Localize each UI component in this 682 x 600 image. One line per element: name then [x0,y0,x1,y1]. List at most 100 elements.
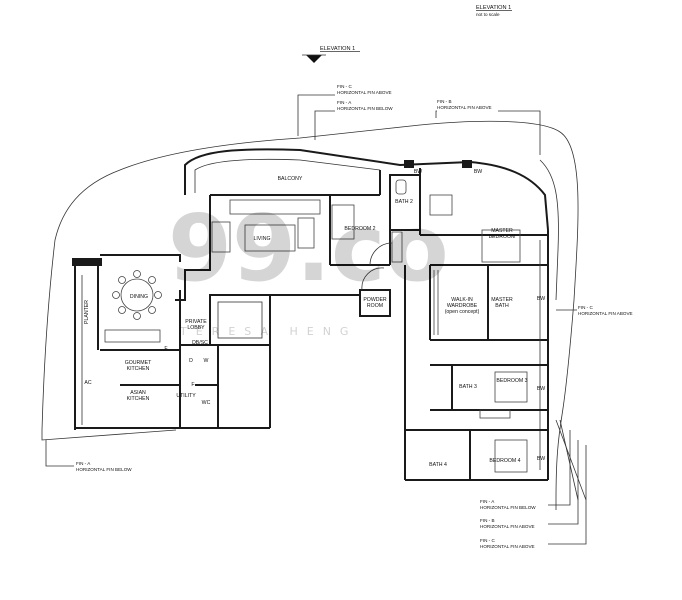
fin-c-label: FIN - C [337,84,352,89]
room-bath-4: BATH 4 [429,462,447,468]
appliance-d: D [189,358,193,364]
room-asian-kitchen-l1: ASIAN [130,390,146,396]
living-left-wall [175,195,211,301]
appliance-w: W [204,358,209,364]
fin-bottom-a-label: FIN - A [480,499,495,504]
bay-window-2: BW [474,169,482,175]
fin-inner-right [539,159,559,301]
fin-right-c-label: FIN - C [578,305,593,310]
watermark-logo: 99.co [168,195,449,302]
elevation-scale-note: not to scale [476,12,500,17]
room-bedroom-4: BEDROOM 4 [489,458,520,464]
fin-bottom-b-desc: HORIZONTAL FIN ABOVE [480,524,535,529]
balcony-outer-wall [184,148,549,231]
fin-c-leader [297,94,335,136]
dining-table [120,278,154,312]
bath2-toilet-icon [395,179,407,195]
fin-bottom-a-desc: HORIZONTAL FIN BELOW [480,505,536,510]
bedroom2-wardrobe [391,231,403,263]
fin-a-leader [314,110,335,140]
room-master-bedroom-l1: MASTER [491,228,513,234]
fin-left-a-label: FIN - A [76,461,91,466]
elevation-title: ELEVATION 1 [476,5,511,11]
bw-post-1 [404,160,414,168]
powder-room-box [359,289,391,317]
bw-post-2 [462,160,472,168]
lift-car [217,301,263,339]
fridge-f2: F [191,382,194,388]
room-bath-3: BATH 3 [459,384,477,390]
bay-window-5: BW [537,456,545,462]
fin-right-c-desc: HORIZONTAL FIN ABOVE [578,311,633,316]
room-asian-kitchen-l2: KITCHEN [127,396,150,402]
column-top-left [72,258,102,266]
room-wc: WC [202,400,211,406]
room-walkin-l2: WARDROBE [447,303,478,309]
door-swing-1 [369,242,393,266]
master-desk [429,194,453,216]
living-sofa [229,199,321,215]
watermark-agent: TERESA HENG [179,325,357,338]
bedroom3-bed [494,371,528,403]
fin-a-desc: HORIZONTAL FIN BELOW [337,106,393,111]
room-db-sc: DB/SC [192,340,208,346]
bay-window-1: BW [414,169,422,175]
room-powder-l2: ROOM [367,303,383,309]
walkin-shelves [433,270,439,335]
room-gourmet-kitchen-l2: KITCHEN [127,366,150,372]
room-planter: PLANTER [84,300,90,324]
fin-bottom-b-leader [548,440,579,525]
room-bedroom-3: BEDROOM 3 [496,378,527,384]
dining-chairs [112,270,162,320]
bay-window-4: BW [537,386,545,392]
living-coffee-table [244,224,296,252]
room-private-lobby-l2: LOBBY [187,325,205,331]
fin-bottom-c-desc: HORIZONTAL FIN ABOVE [480,544,535,549]
fin-b-desc: HORIZONTAL FIN ABOVE [437,105,492,110]
fin-bottom-c-leader [548,445,587,545]
fin-c-desc: HORIZONTAL FIN ABOVE [337,90,392,95]
elevation-arrow-icon [306,55,322,63]
fin-bottom-a-leader [548,430,571,506]
fin-left-leader [45,440,74,467]
fin-diagonal-a [555,419,587,501]
room-walkin-l1: WALK-IN [451,297,473,303]
fin-outline [41,120,579,510]
fin-left-a-desc: HORIZONTAL FIN BELOW [76,467,132,472]
room-master-bath-l2: BATH [495,303,509,309]
room-dining: DINING [130,294,148,300]
room-bath-2: BATH 2 [395,199,413,205]
fin-bottom-b-label: FIN - B [480,518,495,523]
fin-b-leader-b [498,110,541,155]
lift-lobby-box [209,294,271,346]
bedroom2-bed [331,204,355,240]
fridge-f1: F [164,346,167,352]
room-balcony: BALCONY [278,176,303,182]
room-utility: UTILITY [176,393,196,399]
balcony-inner-rail [194,158,381,193]
bay-window-3: BW [537,296,545,302]
room-gourmet-kitchen-l1: GOURMET [125,360,152,366]
door-swing-2 [361,267,385,291]
room-private-lobby-l1: PRIVATE [185,319,207,325]
room-living: LIVING [253,236,270,242]
master-bed [481,229,521,263]
room-powder-l1: POWDER [363,297,387,303]
room-master-bedroom-l2: BEDROOM [489,234,516,240]
fin-b-leader-a [435,110,437,118]
bedroom4-bed [494,439,528,473]
kitchen-island [104,329,161,343]
bedroom3-wardrobe [479,409,511,419]
room-bedroom-2: BEDROOM 2 [344,226,375,232]
room-ac: AC [84,380,91,386]
elevation-marker-label: ELEVATION 1 [320,46,355,52]
living-side-sofa [297,217,315,249]
fin-b-label: FIN - B [437,99,452,104]
dining-top-wall [100,254,181,262]
room-master-bath-l1: MASTER [491,297,513,303]
fin-diagonal-b [559,419,579,501]
room-walkin-l3: (open concept) [445,309,480,315]
living-armchair [211,221,231,253]
fin-bottom-c-label: FIN - C [480,538,495,543]
